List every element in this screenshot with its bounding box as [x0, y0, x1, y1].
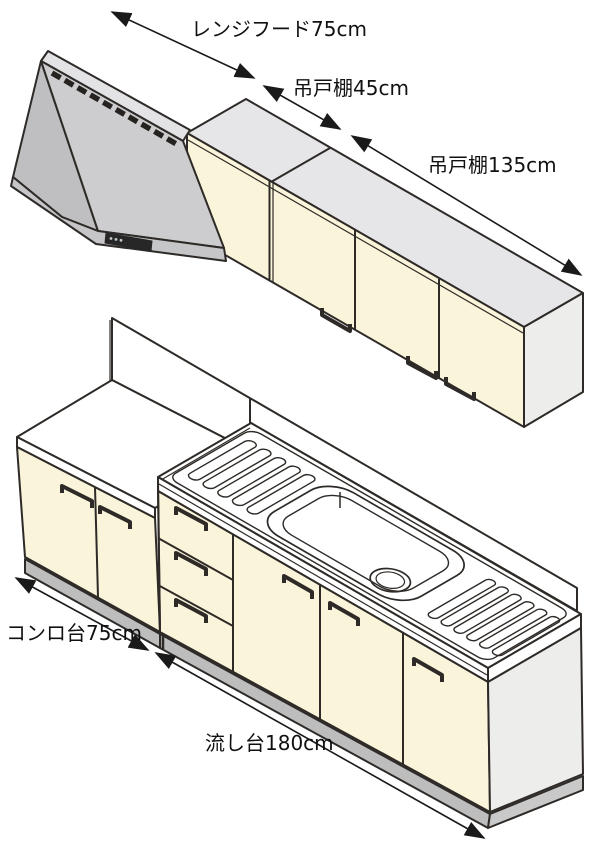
dimension-arrow-wall-cabinet-45: [262, 85, 342, 130]
control-dot-2: [114, 238, 118, 241]
sink-end-panel: [487, 627, 584, 813]
drawer-handle-1: [174, 506, 208, 531]
drawer-handle-3: [174, 598, 208, 623]
dimension-label-wall-cabinet-45: 吊戸棚45cm: [293, 76, 409, 100]
sink-counter-edge-line: [158, 483, 488, 676]
dimension-arrow-stove-base: [14, 577, 150, 651]
sink-door-handle-2: [328, 601, 360, 626]
wall-cabinet-run: [186, 98, 584, 428]
drainboard-right: [426, 578, 562, 657]
dimension-arrow-wall-cabinet-135: [350, 135, 583, 276]
control-dot-1: [109, 237, 113, 240]
dimension-label-stove-base: コンロ台75cm: [6, 621, 142, 645]
sink-rim-left-edge: [160, 427, 251, 481]
stove-door-handle-2: [98, 505, 132, 529]
range-hood-control-panel: [104, 232, 153, 252]
sink-door-handle-1: [282, 574, 314, 599]
wall-door-handle-3: [406, 356, 438, 380]
dimension-label-sink-base: 流し台180cm: [205, 731, 334, 755]
range-hood-vent-slats: [50, 70, 178, 146]
wall-cabinet-top-seam: [270, 147, 331, 183]
sink-top-details: [168, 429, 572, 663]
drawer-divider-1: [157, 537, 234, 581]
drain: [362, 564, 419, 597]
control-dot-3: [119, 238, 123, 242]
dimension-label-range-hood: レンジフード75cm: [191, 17, 367, 41]
wall-door-handle-4: [444, 377, 476, 401]
sink-basin: [255, 479, 477, 607]
sink-kick-end: [487, 775, 584, 829]
sink-left-edge: [157, 477, 161, 633]
stove-door-handle-1: [60, 484, 94, 508]
dimension-arrow-range-hood: [110, 11, 256, 79]
drainboard-left: [186, 439, 318, 515]
drawer-handle-2: [174, 551, 208, 576]
dimension-label-wall-cabinet-135: 吊戸棚135cm: [428, 153, 557, 177]
wall-door-handle-2: [320, 308, 352, 333]
range-hood: [10, 50, 227, 262]
drawer-divider-2: [157, 584, 234, 627]
sink-rim-inner-line: [168, 429, 571, 662]
dimension-arrow-sink-base: [154, 652, 486, 839]
dimensions: レンジフード75cm 吊戸棚45cm 吊戸棚135cm コンロ台75cm 流し台…: [6, 11, 583, 839]
